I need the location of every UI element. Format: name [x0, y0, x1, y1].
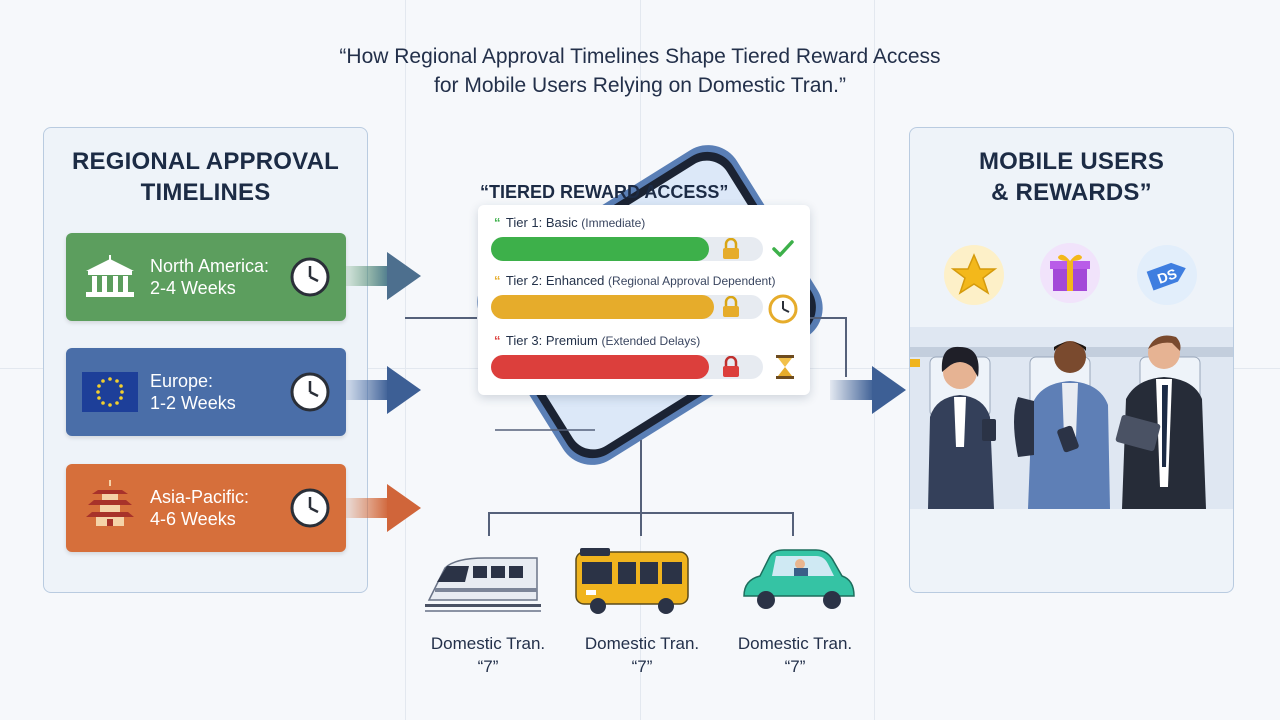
heading-line-2: & REWARDS”	[991, 179, 1152, 206]
tier-name: Tier 2: Enhanced	[505, 273, 605, 288]
transport-label: Domestic Tran. “7”	[715, 632, 875, 678]
check-icon	[772, 240, 794, 257]
region-text: Europe: 1-2 Weeks	[150, 370, 236, 414]
region-duration: 2-4 Weeks	[150, 278, 236, 298]
tier-progress-fill	[491, 295, 715, 319]
tier-progress-track	[491, 237, 763, 261]
connector-line	[488, 512, 490, 536]
tier-quote: “	[494, 273, 501, 288]
transport-label: Domestic Tran. “7”	[562, 632, 722, 678]
connector-line	[810, 317, 845, 319]
tier-label: “ Tier 2: Enhanced (Regional Approval De…	[494, 273, 776, 288]
tier-name: Tier 3: Premium	[505, 333, 598, 348]
transport-label: Domestic Tran. “7”	[408, 632, 568, 678]
regional-timelines-heading: REGIONAL APPROVAL TIMELINES	[44, 146, 367, 208]
region-card-europe: Europe: 1-2 Weeks	[66, 348, 346, 436]
connector-line	[640, 440, 642, 536]
arrow-right-icon	[830, 366, 906, 414]
train-icon	[425, 557, 541, 612]
tier-note: (Extended Delays)	[601, 334, 701, 348]
region-text: North America: 2-4 Weeks	[150, 255, 269, 299]
region-name: North America:	[150, 256, 270, 276]
region-name: Europe:	[150, 371, 214, 391]
transport-label-line-2: “7”	[631, 657, 653, 676]
title-line-2: for Mobile Users Relying on Domestic Tra…	[434, 74, 846, 97]
ds-tag-text: DS	[1155, 265, 1179, 287]
title-line-1: “How Regional Approval Timelines Shape T…	[339, 45, 941, 68]
eu-flag-icon	[82, 372, 138, 412]
clock-icon	[290, 372, 330, 412]
tier-progress-fill	[491, 355, 709, 379]
arrow-right-icon	[345, 252, 421, 300]
transport-label-line-2: “7”	[784, 657, 806, 676]
car-icon	[743, 549, 855, 609]
bus-icon	[575, 548, 689, 614]
tier-quote: “	[494, 215, 501, 230]
heading-line-1: MOBILE USERS	[978, 148, 1165, 175]
tiered-reward-heading: “TIERED REWARD ACCESS”	[480, 182, 729, 202]
lock-icon	[723, 296, 739, 317]
region-text: Asia-Pacific: 4-6 Weeks	[150, 486, 249, 530]
tier-quote: “	[494, 333, 501, 348]
pagoda-icon	[86, 480, 134, 526]
heading-line-2: TIMELINES	[140, 179, 271, 206]
region-duration: 4-6 Weeks	[150, 509, 236, 529]
tiered-reward-card: “ Tier 1: Basic (Immediate) “ Tier 2: En…	[478, 205, 810, 395]
gift-icon	[1040, 243, 1100, 303]
region-card-north-america: North America: 2-4 Weeks	[66, 233, 346, 321]
transport-label-line-1: Domestic Tran.	[430, 634, 546, 653]
clock-icon	[768, 294, 798, 324]
arrow-right-icon	[345, 484, 421, 532]
connector-line	[792, 512, 794, 536]
grid-line	[874, 0, 875, 720]
hourglass-icon	[776, 355, 794, 379]
tier-progress-fill	[491, 237, 709, 261]
region-card-asia-pacific: Asia-Pacific: 4-6 Weeks	[66, 464, 346, 552]
connector-line	[405, 317, 477, 319]
tier-progress-track	[491, 295, 763, 319]
regional-timelines-panel: REGIONAL APPROVAL TIMELINES North Americ…	[43, 127, 368, 593]
bank-icon	[86, 255, 134, 297]
transport-label-line-1: Domestic Tran.	[737, 634, 853, 653]
mobile-users-illustration	[910, 327, 1233, 509]
tier-label: “ Tier 1: Basic (Immediate)	[494, 215, 645, 230]
transport-label-line-2: “7”	[477, 657, 499, 676]
grid-line	[405, 0, 406, 720]
page-title: “How Regional Approval Timelines Shape T…	[260, 42, 1020, 100]
arrow-right-icon	[345, 366, 421, 414]
ds-tag-icon: DS	[1137, 245, 1197, 305]
mobile-users-heading: MOBILE USERS & REWARDS”	[910, 146, 1233, 208]
lock-icon	[723, 356, 739, 377]
transport-label-line-1: Domestic Tran.	[584, 634, 700, 653]
tier-note: (Regional Approval Dependent)	[608, 274, 776, 288]
clock-icon	[290, 488, 330, 528]
tier-progress-track	[491, 355, 763, 379]
heading-line-1: REGIONAL APPROVAL	[72, 148, 339, 175]
tier-label: “ Tier 3: Premium (Extended Delays)	[494, 333, 700, 348]
star-icon	[944, 245, 1004, 305]
region-name: Asia-Pacific:	[150, 487, 250, 507]
clock-icon	[290, 257, 330, 297]
lock-icon	[723, 238, 739, 259]
tier-note: (Immediate)	[581, 216, 646, 230]
region-duration: 1-2 Weeks	[150, 393, 236, 413]
tier-name: Tier 1: Basic	[505, 215, 578, 230]
connector-line	[845, 317, 847, 377]
